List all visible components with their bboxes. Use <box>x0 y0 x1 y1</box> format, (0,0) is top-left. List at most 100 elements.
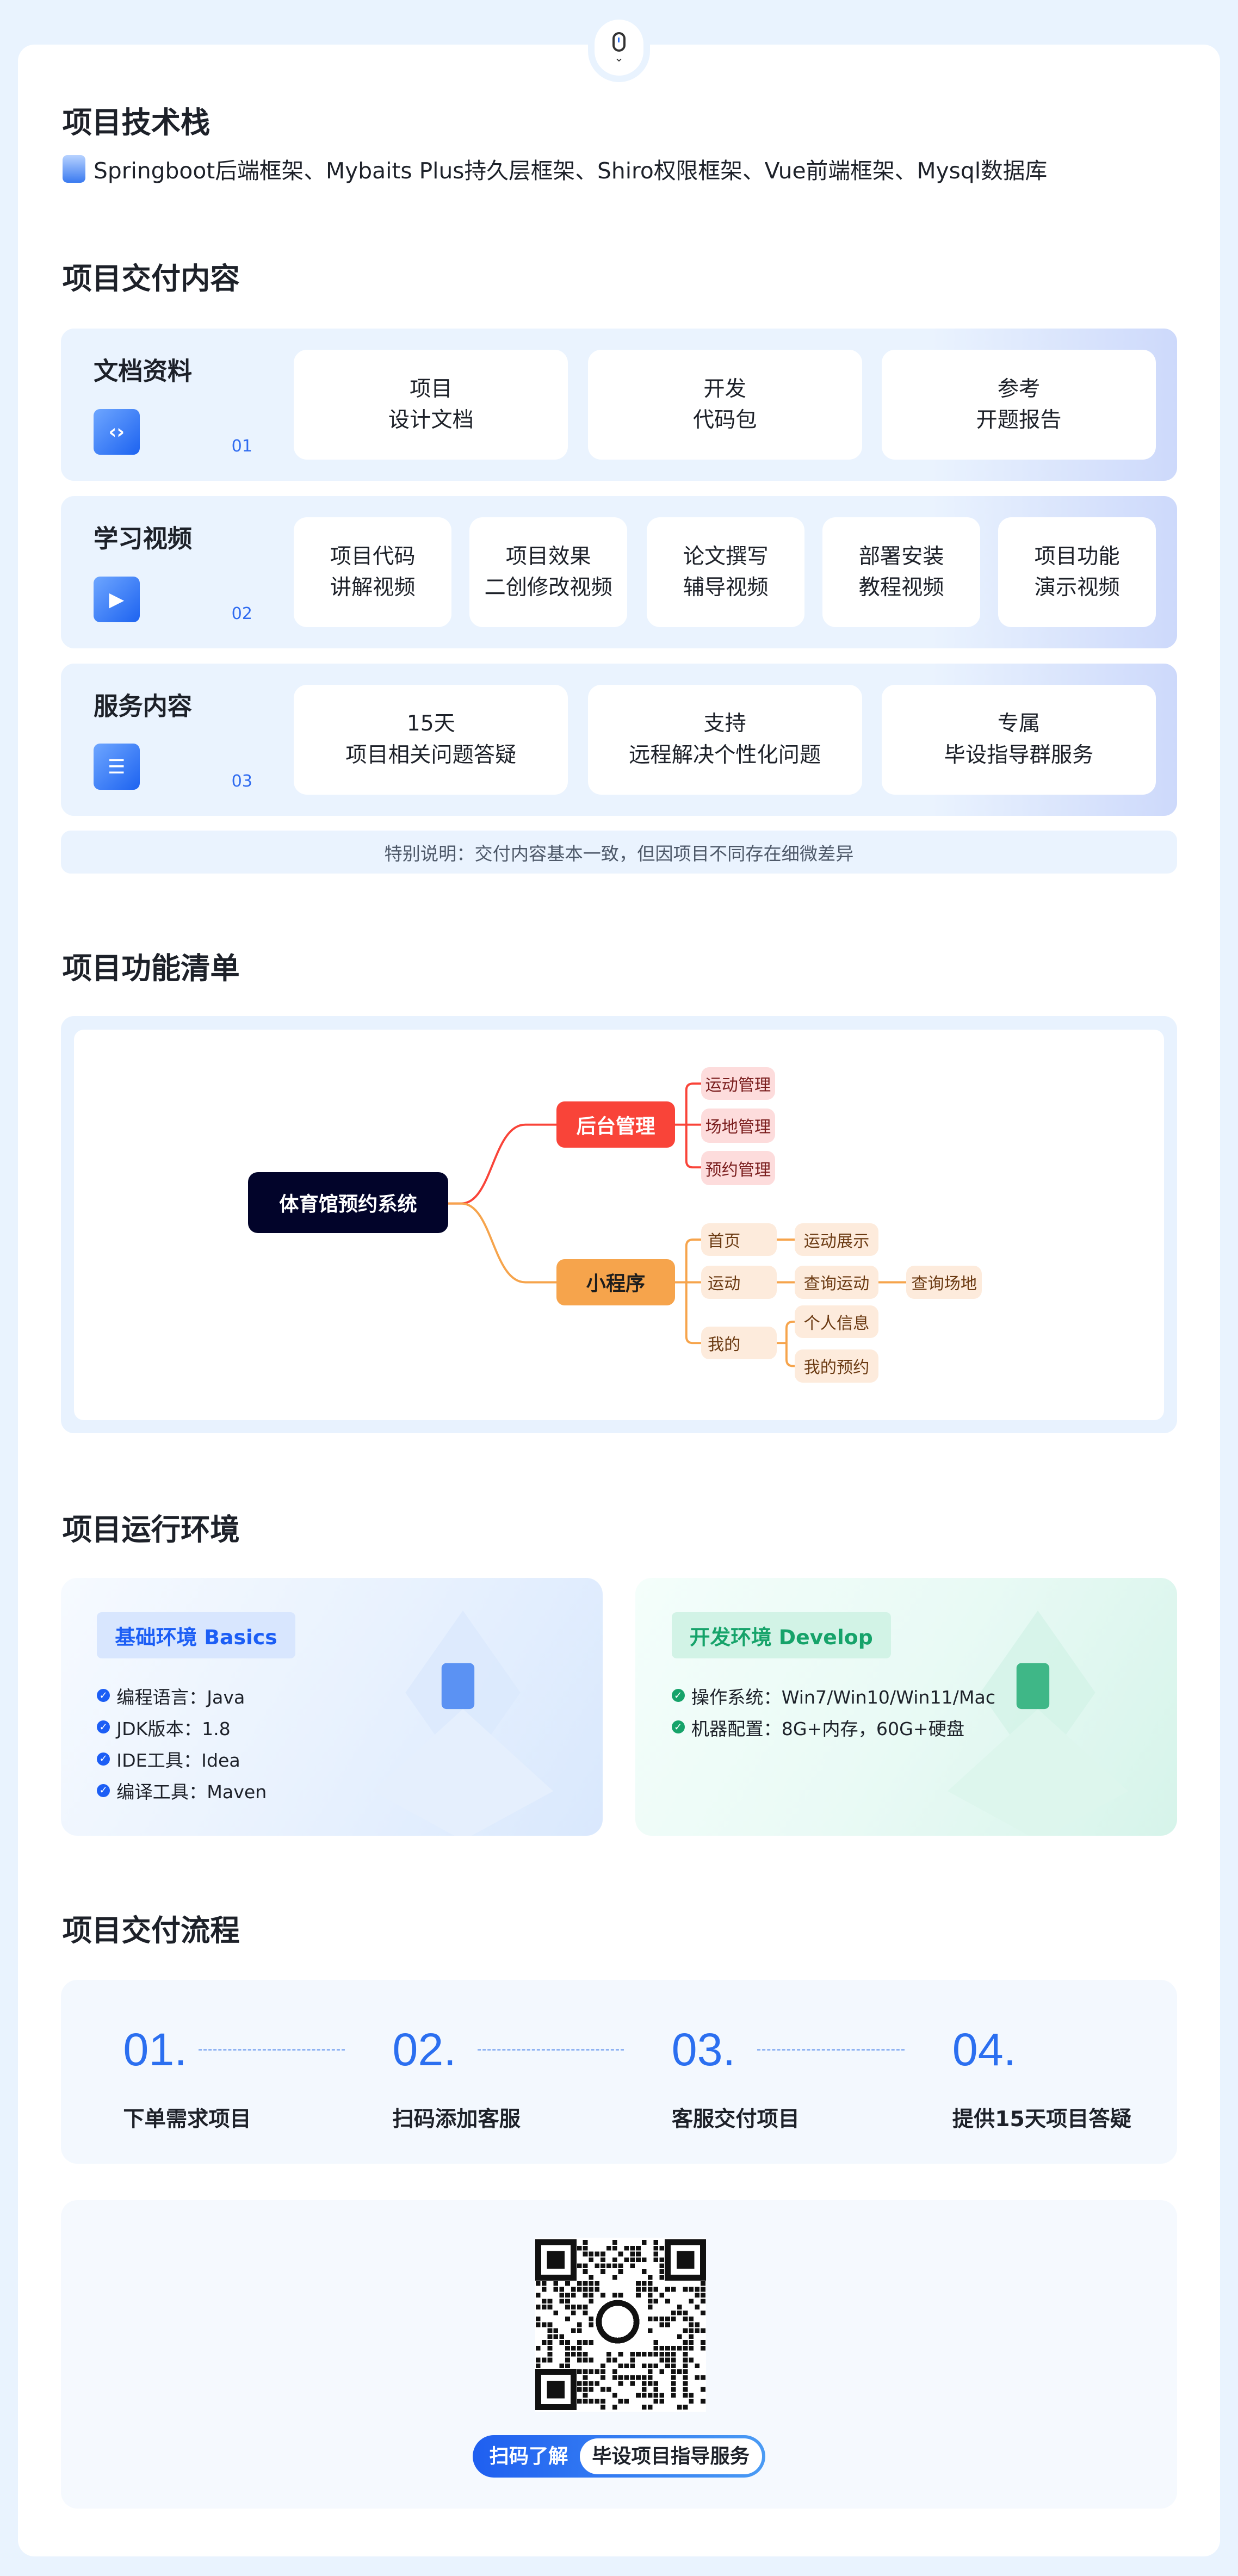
delivery-item: 项目效果二创修改视频 <box>469 517 628 628</box>
qr-module <box>547 2381 565 2399</box>
qr-module <box>595 2399 600 2404</box>
item-line2: 教程视频 <box>858 575 944 600</box>
qr-module <box>606 2352 611 2357</box>
code-folder-icon: ‹› <box>94 408 140 455</box>
qr-module <box>565 2281 570 2286</box>
qr-module <box>583 2375 588 2381</box>
mindmap-node: 我的预约 <box>794 1349 878 1383</box>
qr-module <box>595 2252 600 2257</box>
scroll-indicator[interactable]: ⌄ <box>594 20 644 76</box>
qr-module <box>676 2251 695 2269</box>
qr-module <box>541 2357 547 2363</box>
qr-module <box>589 2381 594 2386</box>
qr-module <box>577 2305 582 2310</box>
qr-module <box>571 2287 576 2292</box>
env-item: ✓操作系统：Win7/Win10/Win11/Mac <box>671 1680 995 1711</box>
flow-panel: 01. 下单需求项目 02. 扫码添加客服 03. 客服交付项目 04. 提供1… <box>60 1980 1178 2164</box>
qr-module <box>589 2387 594 2392</box>
qr-module <box>577 2352 582 2357</box>
qr-module <box>636 2252 641 2257</box>
delivery-row-videos: 学习视频 ▶ 02 项目代码讲解视频 项目效果二创修改视频 论文撰写辅导视频 部… <box>60 496 1178 649</box>
qr-module <box>636 2393 641 2398</box>
qr-module <box>618 2293 623 2298</box>
row-title: 文档资料 <box>94 356 193 386</box>
qr-module <box>577 2346 582 2351</box>
qr-module <box>541 2287 547 2292</box>
delivery-item: 论文撰写辅导视频 <box>647 517 805 628</box>
qr-module <box>689 2322 694 2327</box>
mindmap-node: 查询运动 <box>794 1266 878 1299</box>
qr-module <box>689 2346 694 2351</box>
row-title: 学习视频 <box>94 524 193 553</box>
qr-module <box>647 2369 653 2375</box>
qr-module <box>641 2387 647 2392</box>
qr-module <box>612 2293 617 2298</box>
qr-module <box>683 2311 688 2315</box>
chevron-down-icon: ⌄ <box>614 51 624 65</box>
qr-module <box>630 2381 635 2386</box>
qr-code[interactable] <box>535 2238 706 2412</box>
qr-module <box>571 2352 576 2357</box>
qr-module <box>565 2317 570 2321</box>
qr-module <box>671 2311 676 2315</box>
step-number: 01. <box>123 2023 187 2075</box>
qr-module <box>541 2322 547 2327</box>
qr-module <box>577 2328 582 2333</box>
qr-module <box>547 2340 553 2345</box>
qr-module <box>601 2369 605 2375</box>
qr-module <box>601 2387 605 2392</box>
qr-module <box>559 2363 565 2369</box>
tech-stack-line: Springboot后端框架、Mybaits Plus持久层框架、Shiro权限… <box>62 153 1047 185</box>
qr-module <box>689 2393 694 2398</box>
env-card-basics: 基础环境 Basics ✓编程语言：Java ✓JDK版本：1.8 ✓IDE工具… <box>60 1577 603 1836</box>
item-line1: 15天 <box>406 711 455 736</box>
qr-module <box>677 2305 682 2310</box>
qr-module <box>701 2293 705 2298</box>
qr-module <box>547 2352 553 2357</box>
env-item-text: IDE工具：Idea <box>116 1750 240 1772</box>
qr-module <box>547 2322 553 2327</box>
qr-module <box>589 2399 594 2404</box>
qr-module <box>583 2357 588 2363</box>
qr-module <box>553 2311 559 2315</box>
qr-module <box>589 2322 594 2327</box>
qr-module <box>606 2387 611 2392</box>
qr-module <box>577 2322 582 2327</box>
delivery-title: 项目交付内容 <box>62 261 240 296</box>
mindmap-node: 预约管理 <box>701 1151 775 1186</box>
delivery-item: 开发代码包 <box>587 349 862 460</box>
qr-module <box>577 2287 582 2292</box>
qr-module <box>659 2246 665 2251</box>
qr-module <box>659 2293 665 2298</box>
qr-module <box>689 2328 694 2333</box>
qr-module <box>677 2334 682 2339</box>
item-line1: 参考 <box>997 376 1041 401</box>
qr-module <box>636 2293 641 2298</box>
mindmap-node: 运动展示 <box>794 1223 878 1256</box>
qr-module <box>671 2352 676 2357</box>
connector-root-mini <box>448 1202 557 1284</box>
delivery-item: 部署安装教程视频 <box>822 517 981 628</box>
qr-module <box>659 2317 665 2321</box>
qr-caption-right: 毕设项目指导服务 <box>579 2438 762 2474</box>
qr-module <box>641 2381 647 2386</box>
item-line1: 支持 <box>703 711 746 736</box>
qr-module <box>630 2357 635 2363</box>
env-item: ✓编译工具：Maven <box>97 1775 267 1806</box>
qr-module <box>612 2275 617 2281</box>
qr-module <box>647 2375 653 2381</box>
mindmap-node: 个人信息 <box>794 1305 878 1339</box>
qr-module <box>583 2381 588 2386</box>
qr-module <box>583 2352 588 2357</box>
qr-module <box>695 2287 700 2292</box>
qr-module <box>536 2317 541 2321</box>
qr-module <box>589 2369 594 2375</box>
qr-module <box>559 2334 565 2339</box>
qr-module <box>559 2293 565 2298</box>
qr-module <box>665 2352 670 2357</box>
delivery-row-docs: 文档资料 ‹› 01 项目设计文档 开发代码包 参考开题报告 <box>60 328 1178 481</box>
qr-module <box>577 2387 582 2392</box>
step-label: 扫码添加客服 <box>392 2107 521 2132</box>
item-line2: 开题报告 <box>976 408 1062 433</box>
qr-module <box>671 2363 676 2369</box>
